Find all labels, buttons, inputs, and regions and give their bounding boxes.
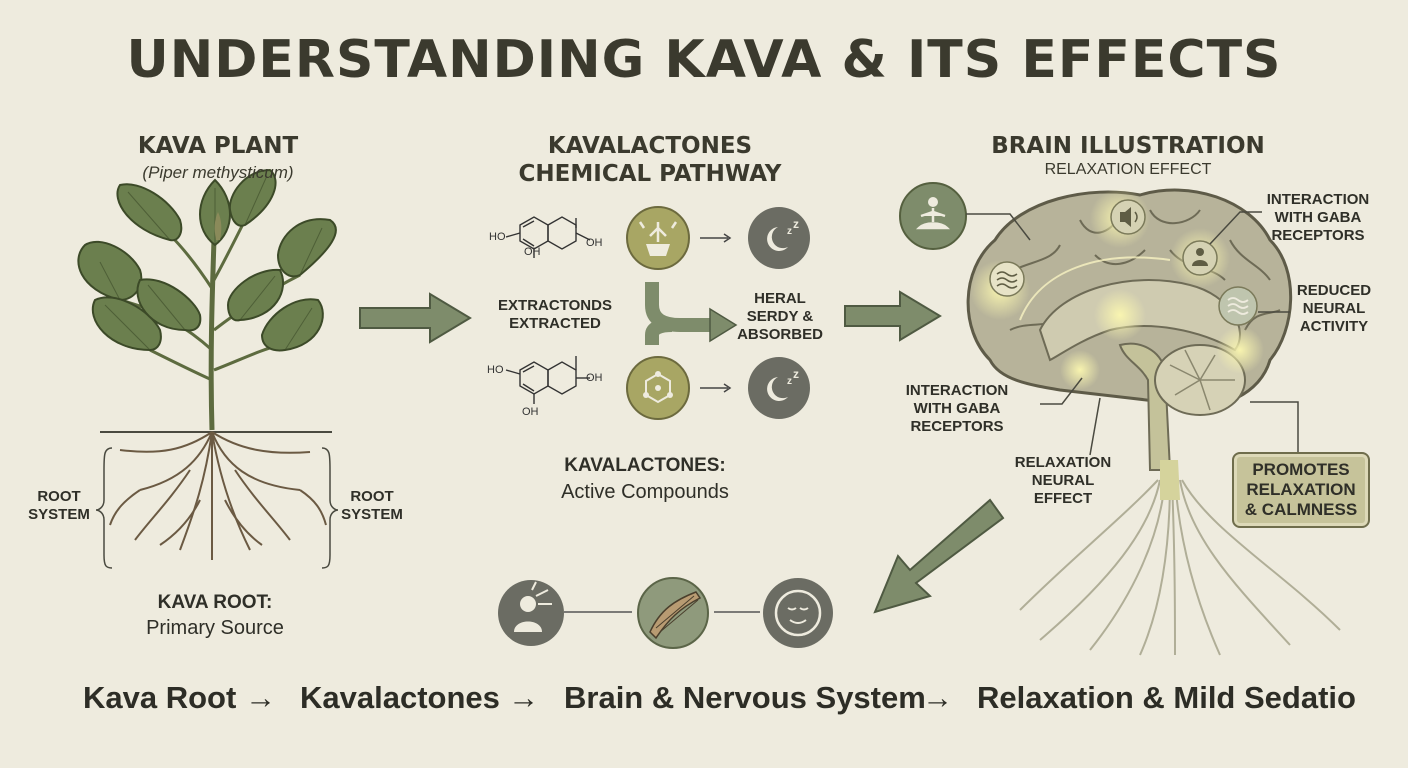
root-caption: KAVA ROOT: (157, 592, 273, 613)
wave-icon (989, 261, 1025, 297)
molecule-group-label: OH (586, 237, 603, 249)
arrow-brain-to-effects (873, 498, 1005, 614)
brain-subheading: RELAXATION EFFECT (1044, 161, 1212, 178)
callout-gaba-left: INTERACTION WITH GABA RECEPTORS (905, 382, 1009, 435)
root-caption-sub: Primary Source (146, 617, 284, 639)
meditation-icon (899, 182, 967, 250)
branch-arrow (645, 282, 738, 345)
molecule-structure-top (505, 216, 591, 258)
wave-icon (1218, 286, 1258, 326)
svg-text:z: z (787, 376, 792, 387)
molecule-structure-bottom (505, 356, 590, 404)
arrow-chem-to-brain (844, 290, 942, 342)
svg-text:z: z (787, 226, 792, 237)
page-title: UNDERSTANDING KAVA & ITS EFFECTS (126, 30, 1282, 90)
flow-step-kava-root: Kava Root (83, 680, 237, 715)
callout-reduced-activity: REDUCED NEURAL ACTIVITY (1296, 282, 1372, 335)
flow-step-kavalactones: Kavalactones (300, 680, 500, 715)
molecule-group-label: HO (489, 231, 506, 243)
promo-box: PROMOTES RELAXATION & CALMNESS (1232, 452, 1370, 528)
callout-lines (966, 211, 1299, 456)
callout-gaba-top: INTERACTION WITH GABA RECEPTORS (1266, 191, 1370, 244)
plant-heading: KAVA PLANT (137, 133, 299, 159)
kavalactones-caption-sub: Active Compounds (561, 481, 729, 503)
chemical-heading-line1: KAVALACTONES (547, 133, 753, 159)
absorb-label: HERAL SERDY & ABSORBED (737, 290, 823, 343)
svg-text:z: z (793, 217, 799, 231)
svg-text:z: z (793, 367, 799, 381)
sleep-moon-icon: z z (748, 357, 810, 419)
kava-plant-illustration (77, 168, 339, 569)
person-icon (1182, 240, 1218, 276)
molecule-group-label: OH (586, 372, 603, 384)
molecule-group-label: OH (524, 246, 541, 258)
root-label-right: ROOT SYSTEM (341, 488, 403, 523)
extraction-icon (626, 206, 690, 270)
kavalactones-caption: KAVALACTONES: (564, 455, 726, 476)
calm-face-icon (763, 578, 833, 648)
molecule-group-label: OH (522, 406, 539, 418)
sound-icon (1110, 199, 1146, 235)
muscle-relax-icon (637, 577, 709, 649)
brain-illustration (966, 188, 1341, 656)
flow-arrow: → (922, 680, 953, 715)
chemical-heading-line2: CHEMICAL PATHWAY (518, 161, 782, 187)
stressed-person-icon (498, 580, 564, 646)
flow-step-brain: Brain & Nervous System (564, 680, 926, 715)
plant-scientific-name: (Piper methysticum) (142, 163, 294, 182)
flow-arrow: → (508, 680, 539, 715)
flow-step-relaxation: Relaxation & Mild Sedatio (977, 680, 1356, 715)
arrow-plant-to-chem (359, 292, 472, 344)
brain-heading: BRAIN ILLUSTRATION (991, 133, 1265, 159)
sleep-moon-icon: z z (748, 207, 810, 269)
molecule-group-label: HO (487, 364, 504, 376)
extract-label: EXTRACTONDS EXTRACTED (498, 297, 612, 332)
flow-arrow: → (245, 680, 276, 715)
molecule-icon (626, 356, 690, 420)
root-label-left: ROOT SYSTEM (28, 488, 90, 523)
callout-relaxation-effect: RELAXATION NEURAL EFFECT (1014, 454, 1112, 507)
